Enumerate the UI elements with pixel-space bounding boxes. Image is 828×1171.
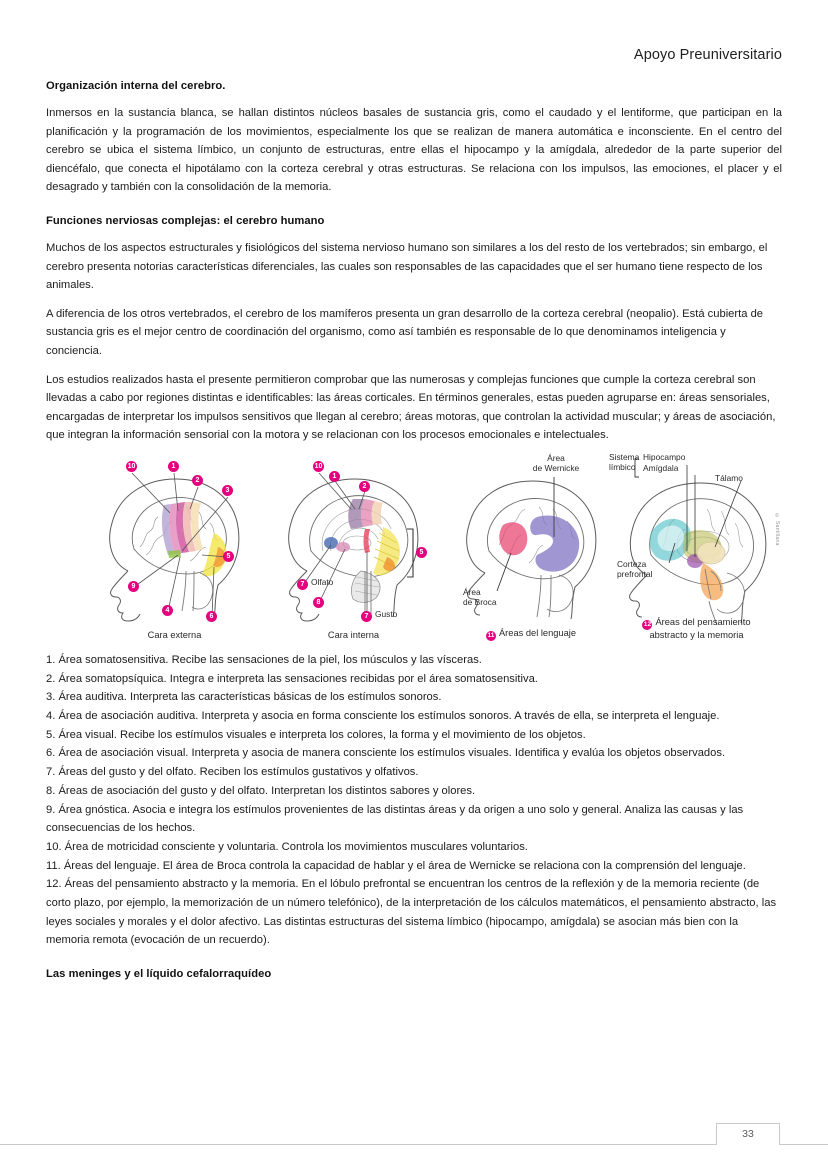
panel-caption-number: 11	[485, 630, 496, 641]
brain-marker-2: 2	[359, 480, 370, 492]
label-wernicke-line2: de Wernicke	[532, 462, 580, 473]
label-broca-line1: Área	[463, 586, 481, 597]
section-heading-meninges: Las meninges y el líquido cefalorraquíde…	[46, 968, 272, 981]
paragraph-organizacion: Inmersos en la sustancia blanca, se hall…	[46, 107, 782, 194]
label-hipocampo: Hipocampo	[643, 451, 686, 462]
list-item: 12. Áreas del pensamiento abstracto y la…	[46, 878, 777, 947]
label-sistema-line2: límbico	[609, 461, 636, 472]
brain-marker-7-gusto: 7	[361, 610, 372, 622]
cara-externa-illustration	[109, 472, 240, 622]
brain-marker-5: 5	[223, 550, 234, 562]
label-sistema-limbico: Sistema límbico	[609, 452, 639, 472]
panel-caption-text: Cara externa	[147, 629, 202, 640]
label-corteza-line1: Corteza	[617, 558, 647, 569]
list-item: 6. Área de asociación visual. Interpreta…	[46, 747, 726, 760]
page-number-box: 33	[716, 1123, 780, 1145]
brain-figure-row: © Santillana	[46, 451, 782, 641]
brain-marker-1: 1	[329, 470, 340, 482]
brain-marker-10: 10	[126, 460, 137, 472]
label-olfato: Olfato	[311, 576, 334, 587]
areas-lenguaje-illustration	[466, 476, 597, 620]
cortical-areas-list: 1. Área somatosensitiva. Recibe las sens…	[46, 651, 782, 950]
label-area-wernicke: Área de Wernicke	[523, 453, 589, 473]
list-item: 3. Área auditiva. Interpreta las caracte…	[46, 691, 442, 704]
document-content: Organización interna del cerebro. Inmers…	[46, 80, 782, 992]
label-corteza-prefrontal: Corteza prefrontal	[617, 559, 652, 579]
list-item: 2. Área somatopsíquica. Integra e interp…	[46, 672, 538, 685]
brain-marker-9: 9	[128, 580, 139, 592]
panel-caption-number: 12	[642, 619, 653, 630]
list-item: 8. Áreas de asociación del gusto y del o…	[46, 784, 476, 797]
list-item: 4. Área de asociación auditiva. Interpre…	[46, 710, 720, 723]
brain-marker-4: 4	[162, 604, 173, 616]
list-item: 9. Área gnóstica. Asocia e integra los e…	[46, 803, 744, 835]
panel-caption-cara-interna: Cara interna	[261, 630, 446, 641]
brain-marker-8: 8	[313, 596, 324, 608]
panel-caption-text: Áreas del lenguaje	[498, 627, 576, 638]
header-title: Apoyo Preuniversitario	[633, 47, 782, 63]
label-broca-line2: de Broca	[463, 596, 497, 607]
panel-caption-text: Cara interna	[327, 629, 380, 640]
footer-rule-right	[780, 1144, 828, 1145]
brain-marker-3: 3	[222, 484, 233, 496]
panel-caption-cara-externa: Cara externa	[82, 630, 267, 641]
label-amigdala: Amígdala	[643, 462, 679, 473]
cara-interna-illustration	[288, 472, 419, 622]
label-wernicke-line1: Área	[547, 452, 565, 463]
page-header: Apoyo Preuniversitario	[46, 47, 782, 63]
label-gusto: Gusto	[375, 608, 398, 619]
list-item: 1. Área somatosensitiva. Recibe las sens…	[46, 653, 482, 666]
panel-caption-text-line1: Áreas del pensamiento	[655, 616, 751, 627]
page-number: 33	[742, 1128, 754, 1140]
list-item: 7. Áreas del gusto y del olfato. Reciben…	[46, 766, 419, 779]
brain-marker-5: 5	[416, 546, 427, 558]
brain-marker-10: 10	[313, 460, 324, 472]
label-sistema-line1: Sistema	[609, 451, 640, 462]
paragraph-aspectos: Muchos de los aspectos estructurales y f…	[46, 241, 768, 292]
page-footer: 33	[0, 1111, 828, 1171]
list-item: 5. Área visual. Recibe los estímulos vis…	[46, 728, 586, 741]
panel-caption-text-line2: abstracto y la memoria	[649, 629, 744, 640]
pensamiento-abstracto-illustration	[629, 458, 767, 626]
brain-marker-7-olfato: 7	[297, 578, 308, 590]
list-item: 10. Área de motricidad consciente y volu…	[46, 840, 528, 853]
figure-copyright: © Santillana	[774, 512, 780, 546]
paragraph-mamiferos: A diferencia de los otros vertebrados, e…	[46, 307, 764, 357]
label-talamo: Tálamo	[715, 472, 743, 483]
brain-marker-2: 2	[192, 474, 203, 486]
figure-panel-cara-externa: 10 1 2 3 5 9 4 6 Cara externa	[82, 451, 267, 641]
list-item: 11. Áreas del lenguaje. El área de Broca…	[46, 859, 746, 872]
label-area-broca: Área de Broca	[463, 587, 497, 607]
figure-panel-pensamiento-abstracto: Sistema límbico Hipocampo Amígdala Tálam…	[609, 451, 782, 641]
section-heading-organizacion: Organización interna del cerebro.	[46, 80, 226, 92]
brain-marker-6: 6	[206, 610, 217, 622]
footer-rule-left	[0, 1144, 716, 1145]
section-heading-funciones: Funciones nerviosas complejas: el cerebr…	[46, 214, 325, 227]
label-corteza-line2: prefrontal	[617, 568, 653, 579]
brain-marker-1: 1	[168, 460, 179, 472]
paragraph-areas-corticales: Los estudios realizados hasta el present…	[46, 373, 776, 442]
figure-panel-cara-interna: 10 1 2 5 7 8 7 Olfato Gusto Cara interna	[261, 451, 446, 641]
